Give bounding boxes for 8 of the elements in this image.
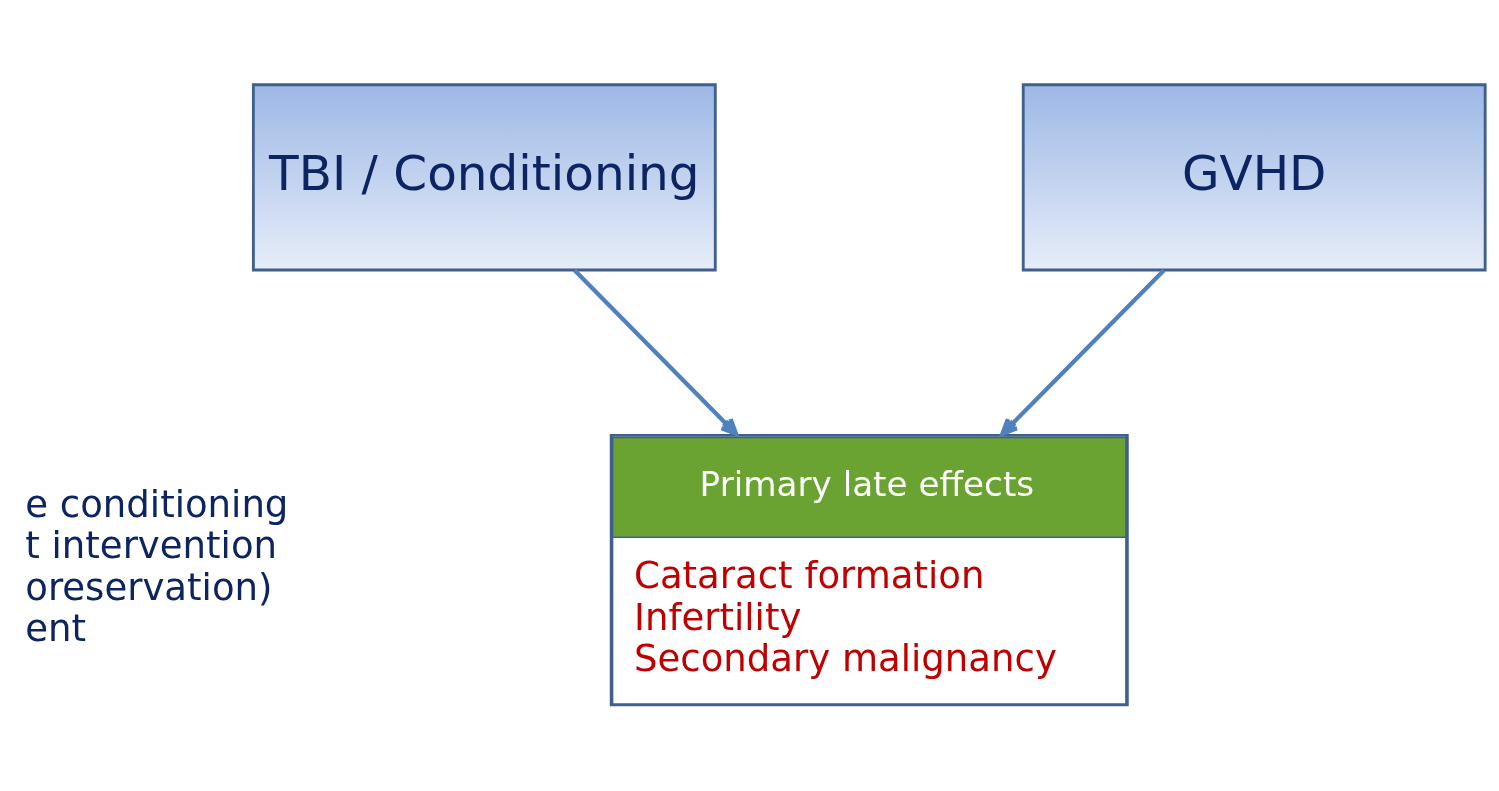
label: t intervention [25, 524, 278, 568]
arrow [573, 268, 739, 437]
label: ent [25, 607, 87, 651]
node-box: TBI / Conditioning [251, 83, 717, 272]
label: e conditioning [25, 483, 289, 527]
node-box: GVHD [1021, 83, 1487, 272]
arrow [1000, 268, 1166, 437]
label: oreservation) [25, 565, 273, 609]
